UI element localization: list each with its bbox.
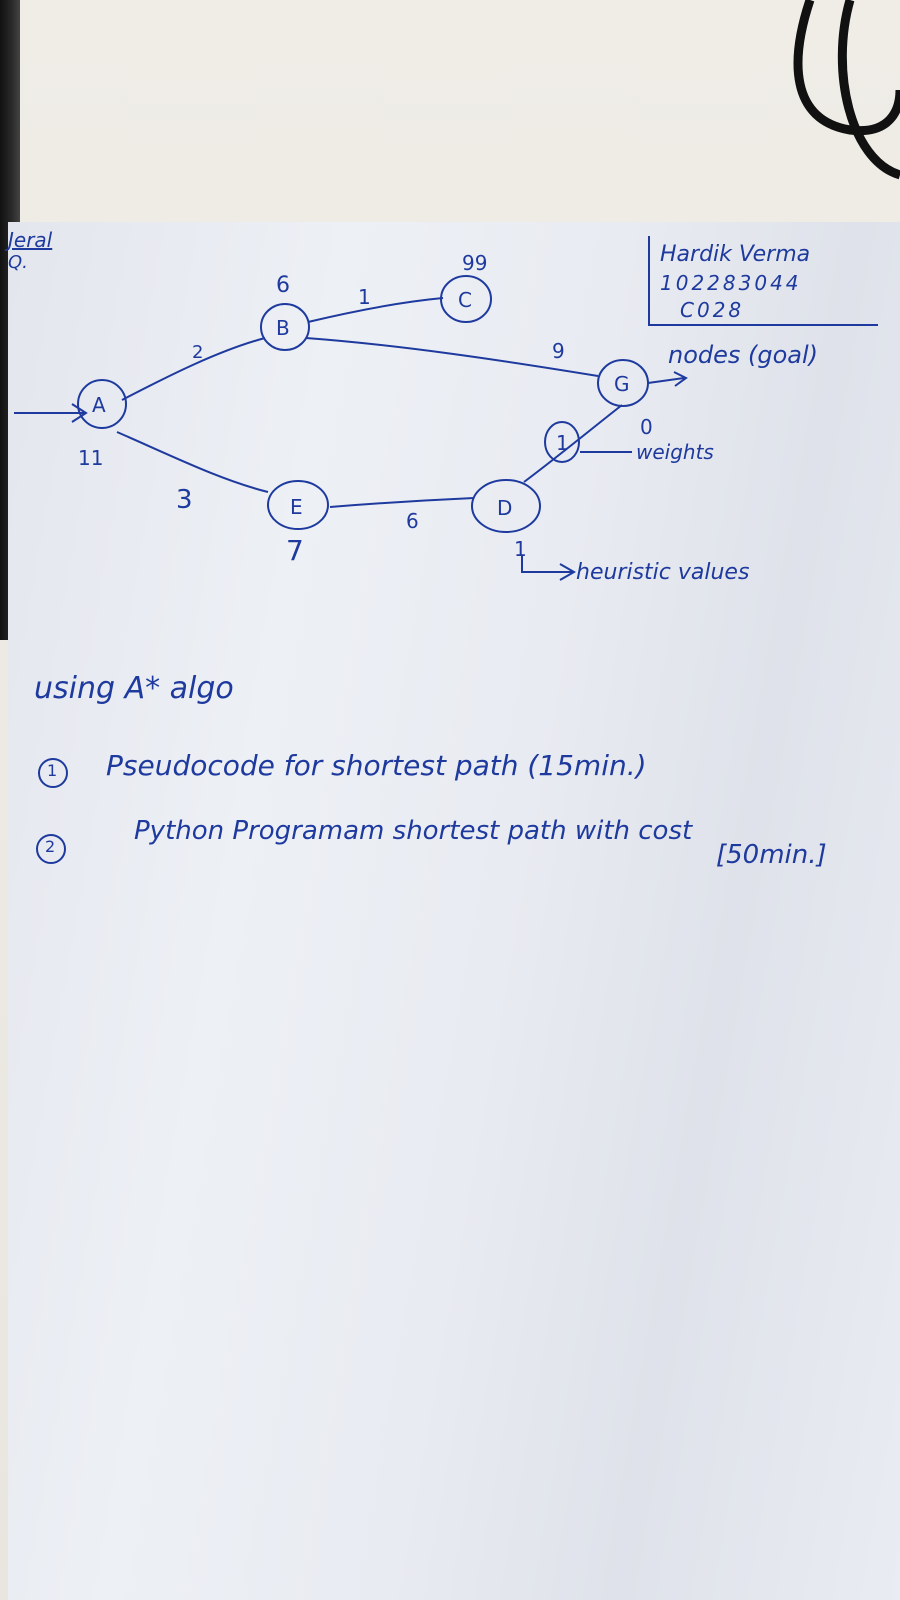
heuristic-e: 7 — [286, 534, 304, 567]
heuristic-pointer — [521, 555, 572, 573]
nodes-goal-label: nodes (goal) — [668, 341, 819, 369]
heading-partial: Jeral — [8, 228, 53, 252]
node-a — [77, 379, 127, 429]
task-item-2-number-circle — [36, 834, 66, 864]
heuristic-g: 0 — [640, 415, 653, 439]
task-item-1-number-circle — [38, 758, 68, 788]
section-code: C028 — [680, 298, 745, 322]
edge-a-b — [121, 337, 266, 401]
author-box-border — [648, 236, 878, 326]
edge-a-e — [116, 431, 269, 493]
start-arrow-head — [71, 403, 88, 423]
task-item-1-number: 1 — [47, 761, 58, 780]
weight-a-b: 2 — [192, 342, 203, 363]
graph-diagram: A B C G E D 11 6 99 0 7 1 2 1 9 3 6 1 — [14, 251, 688, 581]
edge-e-d — [329, 497, 475, 508]
roll-number: 102283044 — [660, 271, 802, 295]
question-marker: Q. — [8, 252, 28, 273]
heuristic-d: 1 — [514, 537, 527, 561]
node-label-a: A — [92, 393, 106, 417]
edge-b-c — [307, 297, 444, 323]
goal-arrow-head — [673, 371, 688, 387]
node-d — [471, 479, 541, 533]
heuristic-pointer-head — [559, 563, 577, 581]
node-label-c: C — [458, 288, 472, 312]
author-name: Hardik Verma — [660, 242, 811, 267]
node-label-b: B — [276, 316, 290, 340]
weight-e-d: 6 — [406, 509, 419, 533]
heuristic-a: 11 — [78, 446, 103, 470]
node-label-e: E — [290, 495, 303, 519]
task-intro: using A* algo — [34, 671, 234, 706]
task-item-2-number: 2 — [45, 837, 56, 856]
task-item-2-text: Python Programam shortest path with cost — [134, 816, 693, 846]
heuristic-b: 6 — [276, 273, 290, 298]
weight-b-g: 9 — [552, 339, 565, 363]
heuristic-values-label: heuristic values — [576, 560, 750, 585]
paper-sheet — [8, 222, 900, 1600]
node-label-d: D — [497, 496, 512, 520]
node-g — [597, 359, 649, 407]
task-item-1-text: Pseudocode for shortest path (15min.) — [106, 749, 647, 782]
weight-d-g: 1 — [556, 431, 569, 455]
node-b — [260, 303, 310, 351]
goal-arrow — [647, 377, 685, 384]
edge-b-g — [305, 337, 599, 377]
node-c — [440, 275, 492, 323]
task-time-note: [50min.] — [716, 840, 827, 870]
weights-label: weights — [636, 440, 714, 464]
weight-a-e: 3 — [176, 485, 193, 515]
heuristic-c: 99 — [462, 251, 487, 275]
weight-circle — [544, 421, 580, 463]
node-label-g: G — [614, 372, 630, 396]
node-e — [267, 480, 329, 530]
edge-d-g — [523, 404, 623, 483]
weight-b-c: 1 — [358, 285, 371, 309]
cable-object — [793, 0, 900, 180]
